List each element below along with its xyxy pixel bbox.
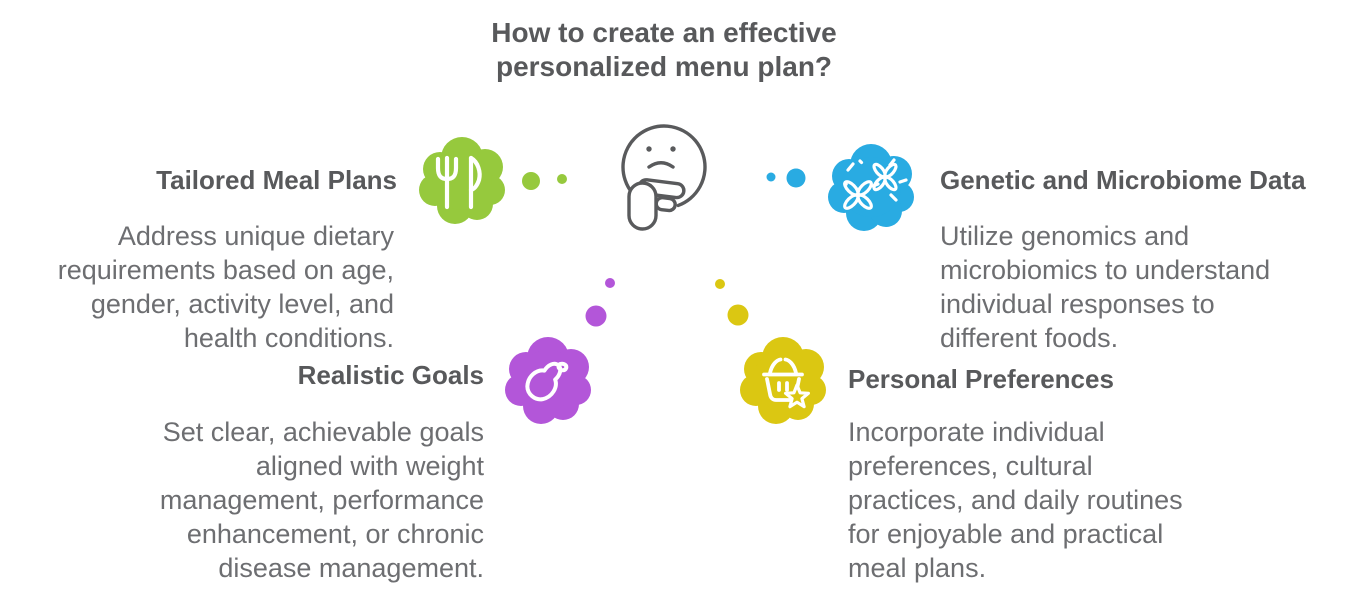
chromosomes-icon [828, 144, 914, 231]
section-heading-tailored-meal-plans: Tailored Meal Plans [156, 165, 397, 195]
section-heading-realistic-goals: Realistic Goals [297, 360, 484, 390]
thought-dot-purple-large [585, 305, 607, 327]
thought-dot-green-small [557, 174, 567, 184]
fork-knife-icon [419, 137, 505, 224]
section-heading-personal-preferences: Personal Preferences [848, 364, 1114, 394]
basket-star-icon [740, 337, 826, 424]
thought-dot-purple-small [605, 278, 615, 288]
page-title: How to create an effective personalized … [491, 17, 837, 82]
eggplant-icon [505, 337, 591, 424]
section-heading-genetic-and-microbiome-data: Genetic and Microbiome Data [940, 165, 1306, 195]
section-body-genetic-and-microbiome-data: Utilize genomics and microbiomics to und… [940, 221, 1271, 353]
thought-dot-yellow-small [715, 279, 725, 289]
section-body-tailored-meal-plans: Address unique dietary requirements base… [57, 221, 394, 353]
thought-dot-yellow-large [727, 304, 749, 326]
section-body-personal-preferences: Incorporate individual preferences, cult… [848, 417, 1183, 583]
thought-dot-green-large [522, 172, 540, 190]
thinking-face-icon [621, 124, 707, 231]
thought-dot-blue-large [786, 168, 806, 188]
thought-dot-blue-small [766, 172, 776, 182]
section-body-realistic-goals: Set clear, achievable goals aligned with… [159, 417, 484, 583]
